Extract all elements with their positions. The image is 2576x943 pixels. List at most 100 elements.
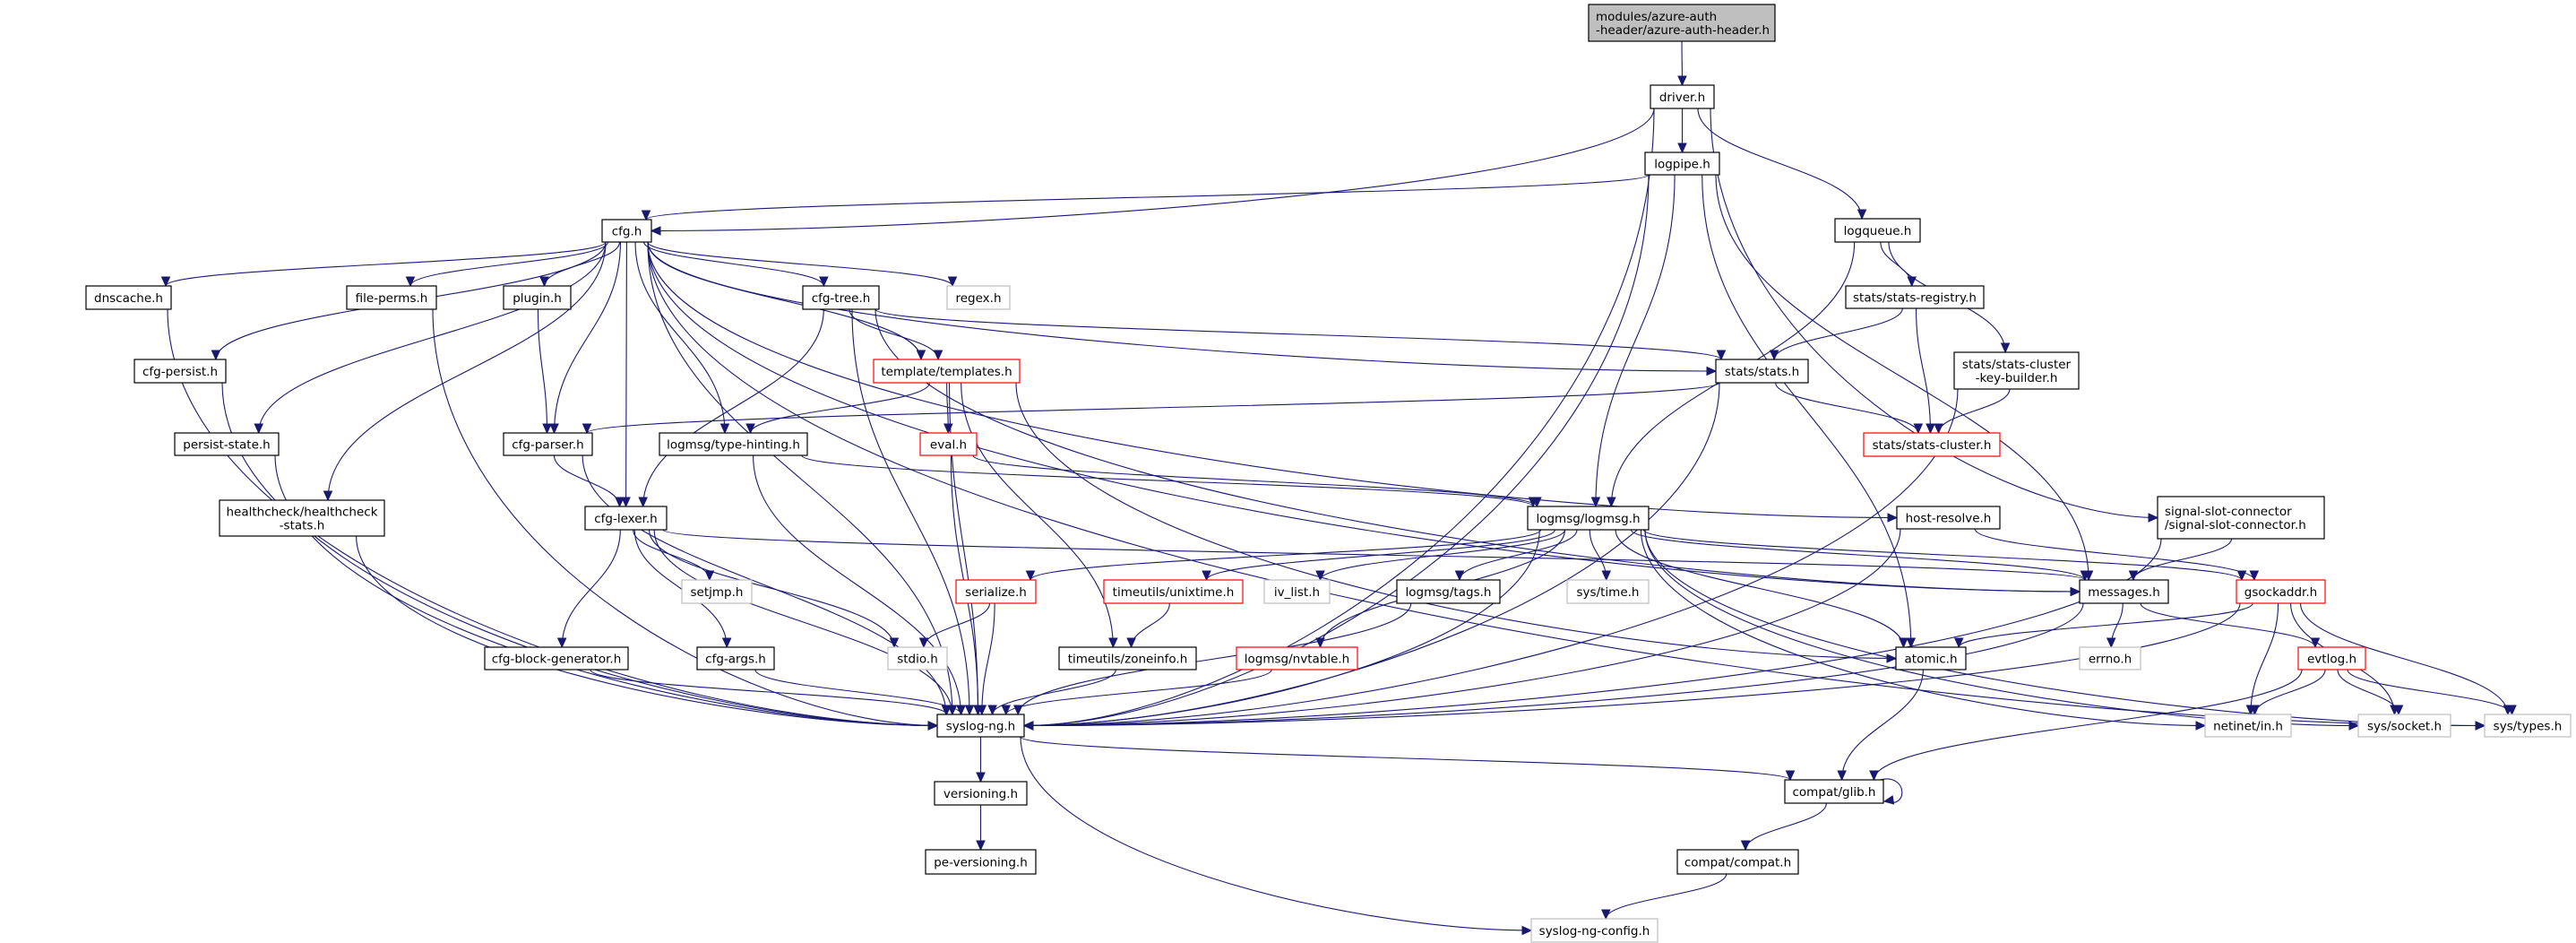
edge-line [1873,669,2303,781]
arrowhead [2000,342,2011,354]
node-systime[interactable]: sys/time.h [1566,579,1650,604]
arrowhead [1906,637,1917,649]
node-zoneinfo[interactable]: timeutils/zoneinfo.h [1058,646,1197,670]
node-gsockaddr[interactable]: gsockaddr.h [2236,579,2326,604]
arrowhead [987,705,997,716]
edge-logpipe-to-cfg [641,174,1650,221]
node-versioning[interactable]: versioning.h [934,781,1028,806]
arrowhead [704,570,715,582]
node-cfgblockgen[interactable]: cfg-block-generator.h [484,646,629,670]
edge-cfglexer-to-cfgblockgen [556,529,621,649]
edge-line [648,529,895,648]
edge-line [647,241,1717,372]
edge-cfg-to-fileperms [405,241,609,288]
edge-line [2250,602,2279,715]
node-persiststate[interactable]: persist-state.h [174,432,280,456]
node-serialize[interactable]: serialize.h [955,579,1037,604]
node-root[interactable]: modules/azure-auth-header/azure-auth-hea… [1588,4,1776,42]
node-eval[interactable]: eval.h [919,432,978,456]
node-box [955,579,1037,604]
node-atomic[interactable]: atomic.h [1895,646,1967,670]
node-cfgtree[interactable]: cfg-tree.h [802,285,880,310]
node-box [659,432,808,456]
node-keybuilder[interactable]: stats/stats-cluster-key-builder.h [1953,351,2080,390]
node-logqueue[interactable]: logqueue.h [1834,218,1921,243]
arrowhead [1601,570,1612,582]
node-cfgpersist[interactable]: cfg-persist.h [134,359,227,384]
edge-line [561,529,621,648]
edge-zoneinfo-to-syslogng [987,669,1116,716]
node-unixtime[interactable]: timeutils/unixtime.h [1103,579,1244,604]
node-box [219,499,385,537]
node-fileperms[interactable]: file-perms.h [346,285,437,310]
node-errno[interactable]: errno.h [2079,646,2141,670]
edge-line [1205,529,1556,581]
node-syslogng[interactable]: syslog-ng.h [936,714,1025,738]
node-cfgargs[interactable]: cfg-args.h [696,646,775,670]
node-healthcheck[interactable]: healthcheck/healthcheck-stats.h [219,499,385,537]
arrowhead [745,423,755,435]
edge-line [1775,382,1919,434]
edge-line [1020,736,1532,931]
edge-line [432,308,938,727]
node-evtlog[interactable]: evtlog.h [2297,646,2366,670]
node-label: syslog-ng-config.h [1539,924,1650,939]
arrowhead [918,637,929,649]
node-cfglexer[interactable]: cfg-lexer.h [584,506,668,531]
node-config[interactable]: syslog-ng-config.h [1530,918,1658,943]
node-syssocket[interactable]: sys/socket.h [2357,714,2451,738]
node-driver[interactable]: driver.h [1650,84,1715,109]
edge-line [801,454,1534,507]
arrowhead [405,276,416,288]
edge-line [647,241,2081,593]
edge-messages-to-errno [2106,602,2124,649]
node-glib[interactable]: compat/glib.h [1784,779,1884,804]
node-cfg[interactable]: cfg.h [601,219,652,243]
node-systypes[interactable]: sys/types.h [2484,714,2572,738]
node-label: cfg-block-generator.h [492,653,622,667]
node-ivlist[interactable]: iv_list.h [1263,579,1331,604]
edge-line [647,241,1898,519]
node-setjmp[interactable]: setjmp.h [681,579,753,604]
node-label: stats/stats.h [1725,365,1799,379]
node-box [934,781,1028,806]
node-label: serialize.h [965,585,1027,600]
arrowhead [1025,570,1036,582]
node-statsregistry[interactable]: stats/stats-registry.h [1845,285,1985,309]
node-statscluster[interactable]: stats/stats-cluster.h [1863,432,2001,457]
node-netinet[interactable]: netinet/in.h [2204,714,2292,738]
edge-line [409,241,609,287]
edge-compat-to-config [1601,873,1727,921]
node-compat[interactable]: compat/compat.h [1676,849,1799,875]
arrowhead [641,210,651,221]
node-templates[interactable]: template/templates.h [873,359,1021,384]
node-dnscache[interactable]: dnscache.h [85,285,172,310]
node-tags[interactable]: logmsg/tags.h [1396,579,1501,604]
arrowhead [1202,570,1211,582]
node-peversioning[interactable]: pe-versioning.h [925,849,1037,875]
node-stdio[interactable]: stdio.h [887,646,948,670]
node-signalslot[interactable]: signal-slot-connector/signal-slot-connec… [2157,496,2325,540]
node-hostresolve[interactable]: host-resolve.h [1896,506,2001,530]
node-label: sys/types.h [2494,720,2563,734]
node-logpipe[interactable]: logpipe.h [1644,151,1720,176]
node-plugin[interactable]: plugin.h [503,285,572,310]
node-logmsg[interactable]: logmsg/logmsg.h [1527,506,1650,531]
edge-eval-to-logmsg [972,454,1542,508]
edge-line [1974,528,2255,581]
node-box [696,646,775,670]
node-label: pe-versioning.h [934,856,1028,870]
node-nvtable[interactable]: logmsg/nvtable.h [1236,646,1358,670]
node-regex[interactable]: regex.h [946,285,1011,310]
node-label: stdio.h [897,653,938,667]
arrowhead [1601,909,1611,921]
edge-nvtable-to-syslogng [1001,669,1272,716]
edge-line [167,308,938,727]
node-cfgparser[interactable]: cfg-parser.h [503,432,593,456]
arrowhead [1677,143,1687,154]
node-box [887,646,948,670]
node-typehinting[interactable]: logmsg/type-hinting.h [659,432,808,456]
node-label: eval.h [930,438,967,453]
node-stats[interactable]: stats/stats.h [1715,359,1809,384]
node-messages[interactable]: messages.h [2079,579,2169,604]
